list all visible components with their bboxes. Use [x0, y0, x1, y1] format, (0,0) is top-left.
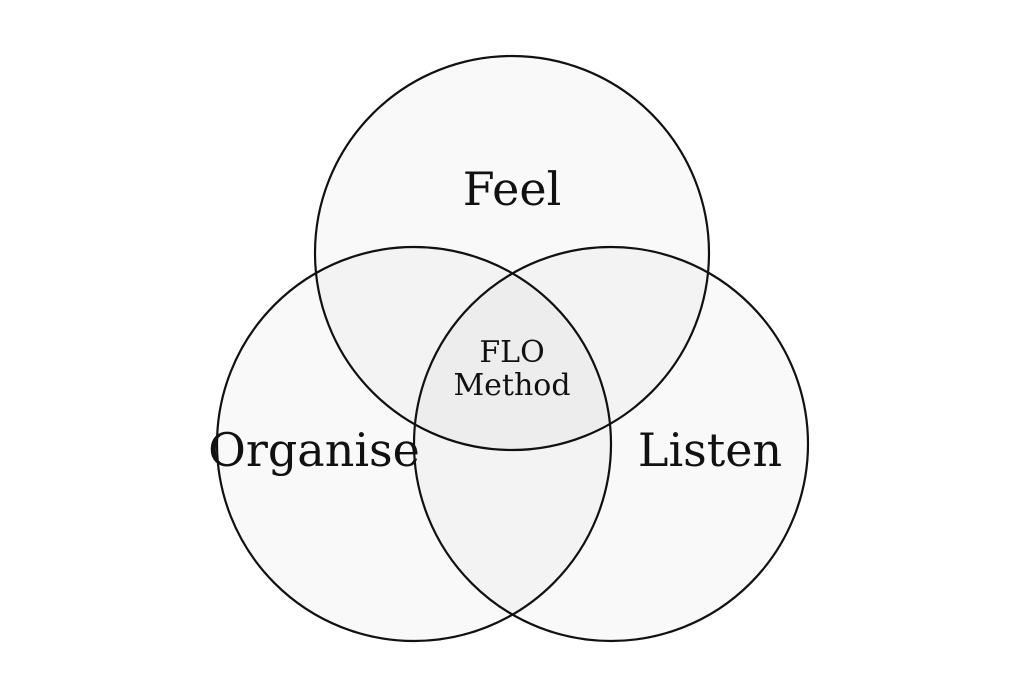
center-label-line2: Method [453, 368, 570, 403]
listen-circle [412, 245, 810, 643]
listen-label: Listen [638, 423, 782, 477]
feel-circle [313, 54, 711, 452]
feel-label: Feel [463, 162, 562, 216]
organise-label: Organise [208, 423, 420, 477]
center-label-line1: FLO [479, 335, 544, 370]
organise-circle [215, 245, 613, 643]
